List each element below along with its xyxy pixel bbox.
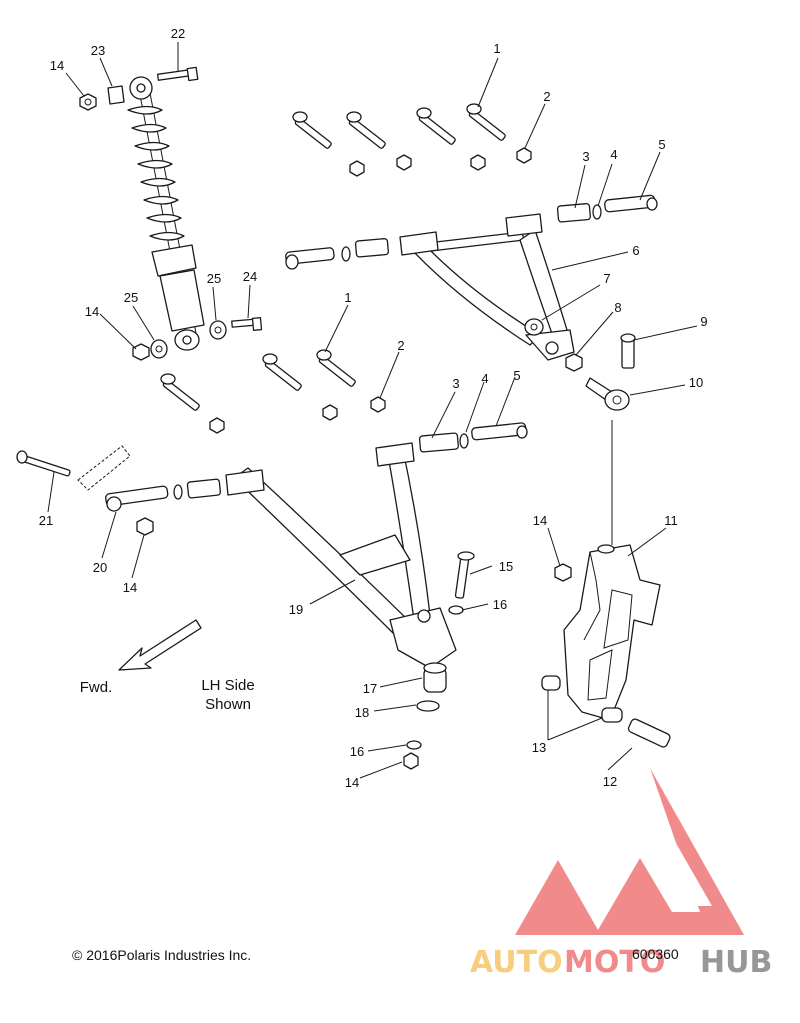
bushing-23 — [107, 85, 125, 105]
callout-10: 10 — [689, 375, 703, 390]
bolt-22 — [156, 66, 199, 82]
callout-18: 18 — [355, 705, 369, 720]
callout-14-knuckle: 14 — [533, 513, 547, 528]
callout-3-upper: 3 — [582, 149, 589, 164]
watermark-brand-auto: AUTO — [470, 945, 563, 980]
callout-15: 15 — [499, 559, 513, 574]
callout-5-lower: 5 — [513, 368, 520, 383]
nut-14-knuckle — [554, 563, 572, 582]
bolt-24 — [231, 317, 263, 331]
callout-13: 13 — [532, 740, 546, 755]
nut-14-ball-joint — [403, 752, 419, 770]
lower-arm-bolts — [160, 349, 356, 411]
watermark-logo-icon — [515, 768, 744, 935]
bolt-9 — [620, 333, 636, 369]
callout-24: 24 — [243, 269, 257, 284]
shock-spring — [127, 105, 185, 241]
bushing-13-lower — [601, 707, 623, 723]
callout-19: 19 — [289, 602, 303, 617]
ball-joint-17 — [423, 662, 447, 693]
upper-pivot-right — [556, 194, 658, 223]
nut-8 — [565, 353, 583, 372]
callout-5-upper: 5 — [658, 137, 665, 152]
bolt-15 — [454, 551, 475, 599]
lower-pivot-left — [105, 478, 222, 512]
knuckle-11 — [563, 544, 661, 721]
copyright-text: © 2016Polaris Industries Inc. — [72, 947, 251, 963]
watermark-brand-moto: MOTO — [564, 945, 665, 980]
callout-25-left: 25 — [124, 290, 138, 305]
diagram-number: 600360 — [632, 946, 679, 962]
side-label-line-1: LH Side — [201, 677, 254, 694]
nut-14-shock-bottom — [132, 343, 150, 361]
lower-pivot-right — [418, 422, 528, 453]
callout-8: 8 — [614, 300, 621, 315]
callout-11: 11 — [664, 513, 678, 528]
watermark-brand-hub: HUB — [700, 945, 772, 980]
upper-arm-nuts — [349, 147, 532, 177]
ring-18 — [416, 700, 440, 712]
leader-lines — [47, 42, 698, 779]
callout-16-lower: 16 — [350, 744, 364, 759]
lower-arm-nuts — [209, 396, 386, 434]
bushing-25-right — [209, 320, 227, 340]
side-label-line-2: Shown — [205, 696, 251, 713]
washer-7 — [524, 318, 544, 336]
callout-9: 9 — [700, 314, 707, 329]
nut-14-lower-pivot — [136, 517, 154, 536]
automotohub-watermark: AUTO MOTO HUB — [470, 768, 772, 980]
lower-a-arm-19 — [225, 442, 457, 669]
tie-rod-end-10 — [585, 377, 630, 411]
callout-16-upper: 16 — [493, 597, 507, 612]
sleeve-12 — [627, 718, 671, 748]
washer-16-upper — [448, 605, 464, 615]
callout-numbers: 1 2 3 4 5 6 7 8 9 10 1 2 3 4 5 14 23 22 … — [39, 26, 708, 790]
upper-arm-bolts — [292, 103, 506, 149]
callout-23: 23 — [91, 43, 105, 58]
callout-2-lower: 2 — [397, 338, 404, 353]
bushing-13-upper — [541, 675, 561, 691]
bolt-21-ghost — [77, 445, 131, 491]
forward-arrow-icon — [118, 619, 202, 671]
washer-16-lower — [406, 740, 422, 750]
callout-14-shock-bottom: 14 — [85, 304, 99, 319]
bolt-21 — [16, 450, 71, 477]
callout-4-upper: 4 — [610, 147, 617, 162]
shock-absorber — [127, 76, 205, 351]
upper-a-arm-6 — [399, 213, 575, 361]
callout-20: 20 — [93, 560, 107, 575]
nut-14-shock-top — [79, 93, 97, 111]
callout-2-upper: 2 — [543, 89, 550, 104]
callout-6: 6 — [632, 243, 639, 258]
callout-25-right: 25 — [207, 271, 221, 286]
callout-17: 17 — [363, 681, 377, 696]
callout-21: 21 — [39, 513, 53, 528]
callout-14-shock-top: 14 — [50, 58, 64, 73]
callout-3-lower: 3 — [452, 376, 459, 391]
callout-4-lower: 4 — [481, 371, 488, 386]
forward-label: Fwd. — [80, 679, 113, 696]
bushing-25-left — [150, 339, 168, 359]
callout-7: 7 — [603, 271, 610, 286]
callout-14-lower-pivot: 14 — [123, 580, 137, 595]
callout-12: 12 — [603, 774, 617, 789]
callout-22: 22 — [171, 26, 185, 41]
callout-1-lower: 1 — [344, 290, 351, 305]
callout-1-upper: 1 — [493, 41, 500, 56]
callout-14-ball-joint: 14 — [345, 775, 359, 790]
upper-pivot-left — [285, 238, 389, 270]
